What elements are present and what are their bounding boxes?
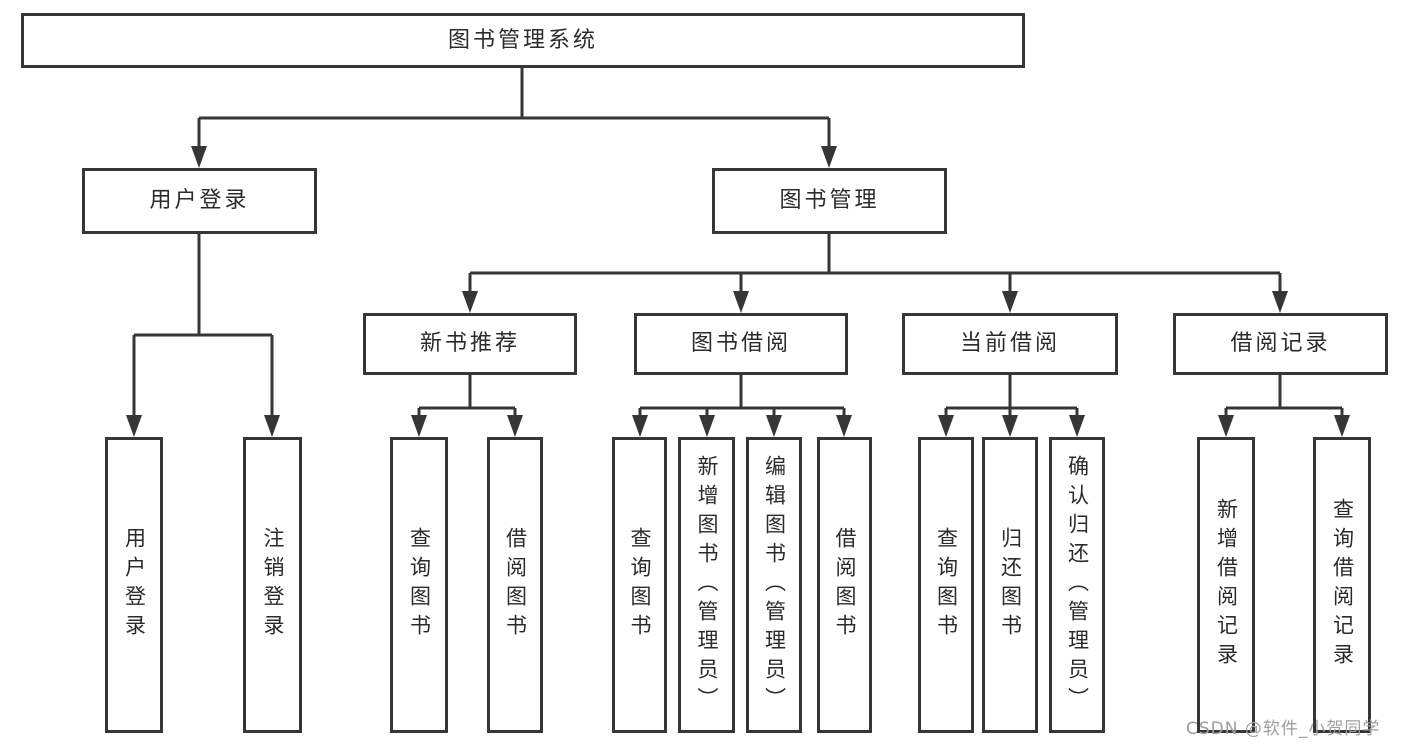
connector-borrow-record-branch [1224,375,1344,415]
leaf-cb-query-books: 查询图书 [918,437,974,733]
arrow-down-icon [1069,415,1085,437]
arrow-down-icon [1218,415,1234,437]
arrow-down-icon [733,291,749,313]
arrow-down-icon [507,415,523,437]
node-current-borrow: 当前借阅 [902,313,1118,375]
leaf-br-query-record: 查询借阅记录 [1313,437,1371,733]
arrow-down-icon [264,415,280,437]
arrow-down-icon [411,415,427,437]
arrow-down-icon [1334,415,1350,437]
leaf-nb-query-books: 查询图书 [390,437,448,733]
node-book-management: 图书管理 [712,168,947,234]
connector-user-login-branch [132,234,274,415]
node-system-root: 图书管理系统 [21,13,1025,68]
connector-new-book-branch [417,375,517,415]
connector-root-to-level2 [197,68,831,148]
arrow-down-icon [836,415,852,437]
arrow-down-icon [766,415,782,437]
leaf-logout: 注销登录 [243,437,302,733]
arrowheads [126,146,1350,437]
arrow-down-icon [821,146,837,168]
arrow-down-icon [1002,415,1018,437]
leaf-bb-query-books: 查询图书 [612,437,667,733]
leaf-user-login: 用户登录 [105,437,163,733]
node-book-borrow: 图书借阅 [634,313,848,375]
arrow-down-icon [1272,291,1288,313]
leaf-bb-edit-books-admin: 编辑图书（管理员） [746,437,802,733]
arrow-down-icon [699,415,715,437]
arrow-down-icon [938,415,954,437]
leaf-br-add-record: 新增借阅记录 [1197,437,1255,733]
node-borrow-records: 借阅记录 [1173,313,1388,375]
leaf-cb-return-books: 归还图书 [982,437,1038,733]
arrow-down-icon [126,415,142,437]
node-new-book-recommend: 新书推荐 [363,313,577,375]
connector-current-borrow-branch [944,375,1079,415]
connector-book-mgmt-to-level3 [468,234,1282,291]
arrow-down-icon [1002,291,1018,313]
leaf-bb-borrow-books: 借阅图书 [817,437,872,733]
arrow-down-icon [191,146,207,168]
leaf-nb-borrow-books: 借阅图书 [487,437,543,733]
leaf-cb-confirm-return-admin: 确认归还（管理员） [1049,437,1105,733]
watermark: CSDN @软件_小贺同学 [1186,719,1381,739]
arrow-down-icon [632,415,648,437]
arrow-down-icon [462,291,478,313]
connector-book-borrow-branch [638,375,846,415]
leaf-bb-add-books-admin: 新增图书（管理员） [678,437,735,733]
node-user-login: 用户登录 [82,168,317,234]
